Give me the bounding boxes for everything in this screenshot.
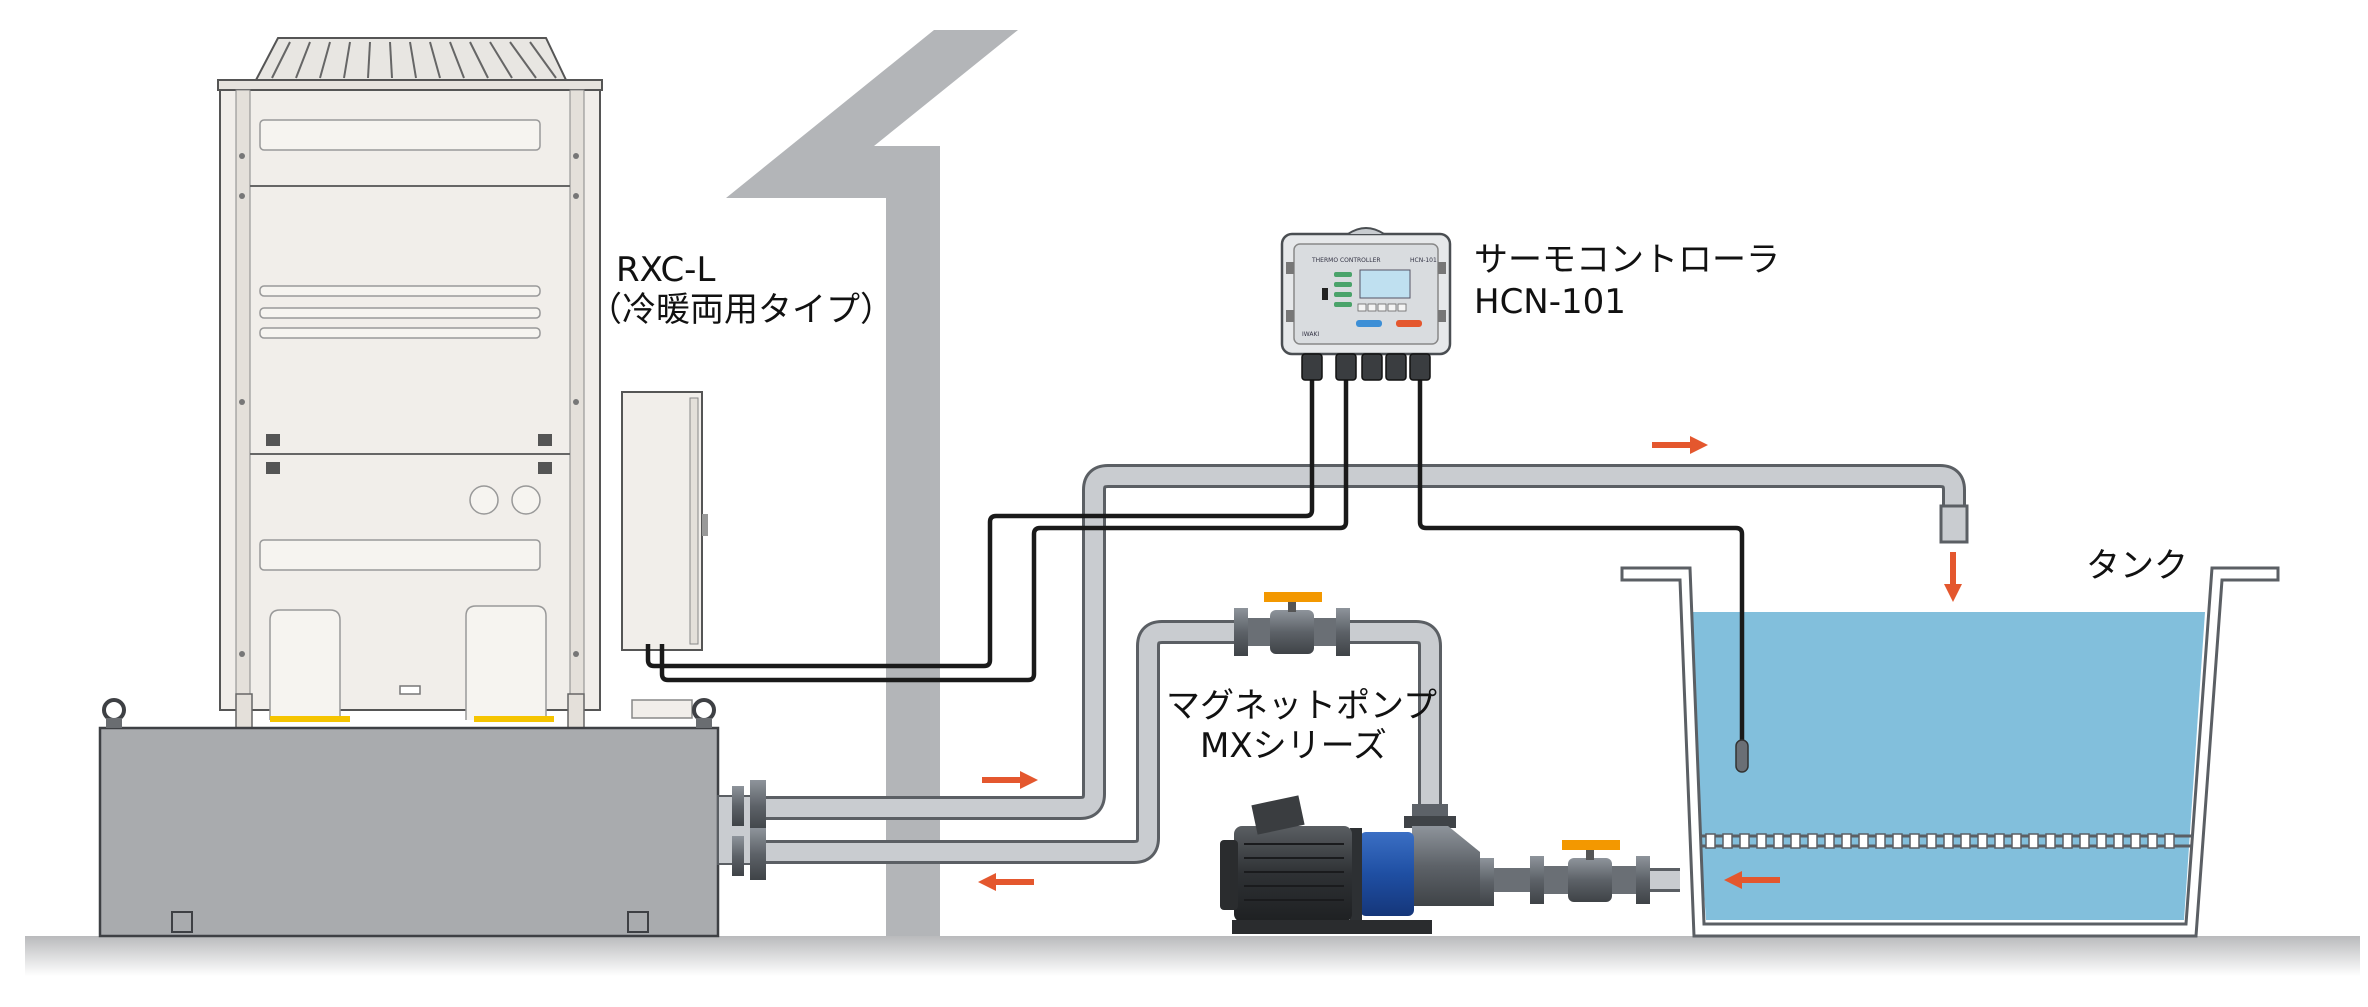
strainer-hole bbox=[2062, 833, 2073, 849]
chiller-control-box bbox=[621, 391, 708, 719]
strainer-hole bbox=[1841, 833, 1852, 849]
strainer-hole bbox=[1824, 833, 1835, 849]
temperature-sensor-icon bbox=[1735, 739, 1749, 773]
strainer-hole bbox=[1739, 833, 1750, 849]
ball-valve-icon bbox=[1234, 592, 1350, 656]
strainer-hole bbox=[2079, 833, 2090, 849]
strainer-holes bbox=[1705, 833, 2175, 849]
controller-model-label: HCN-101 bbox=[1474, 282, 1626, 322]
supply-pipe-outlet bbox=[1939, 504, 1969, 544]
ball-valve-icon bbox=[1530, 840, 1650, 904]
strainer-hole bbox=[2130, 833, 2141, 849]
strainer-hole bbox=[2028, 833, 2039, 849]
strainer-hole bbox=[2011, 833, 2022, 849]
magnet-pump-icon bbox=[1220, 795, 1530, 934]
strainer-hole bbox=[2147, 833, 2158, 849]
strainer-hole bbox=[1994, 833, 2005, 849]
pump-series-label: MXシリーズ bbox=[1200, 726, 1387, 766]
strainer-hole bbox=[1892, 833, 1903, 849]
controller-name-label: サーモコントローラ bbox=[1474, 240, 1780, 280]
strainer-hole bbox=[1705, 833, 1716, 849]
strainer-hole bbox=[1756, 833, 1767, 849]
thermo-controller-icon: THERMO CONTROLLER HCN-101 IWAKI bbox=[1280, 227, 1452, 381]
ground bbox=[25, 936, 2360, 976]
chiller-flanges bbox=[717, 780, 766, 880]
strainer-hole bbox=[1943, 833, 1954, 849]
strainer-hole bbox=[1790, 833, 1801, 849]
strainer-hole bbox=[1977, 833, 1988, 849]
strainer-hole bbox=[2164, 833, 2175, 849]
tank-label: タンク bbox=[2086, 546, 2188, 586]
chiller-model-label: RXC-L bbox=[616, 250, 716, 290]
strainer-hole bbox=[2045, 833, 2056, 849]
strainer-hole bbox=[1909, 833, 1920, 849]
controller-header-text: THERMO CONTROLLER bbox=[1311, 257, 1381, 264]
supply-pipe bbox=[760, 464, 1966, 820]
strainer-hole bbox=[1926, 833, 1937, 849]
strainer-hole bbox=[1807, 833, 1818, 849]
strainer-hole bbox=[1773, 833, 1784, 849]
chiller-base-tank bbox=[98, 698, 720, 938]
strainer-hole bbox=[2096, 833, 2107, 849]
controller-brand: IWAKI bbox=[1302, 331, 1319, 338]
strainer-hole bbox=[2113, 833, 2124, 849]
strainer-hole bbox=[1722, 833, 1733, 849]
pump-name-label: マグネットポンプ bbox=[1166, 686, 1437, 726]
strainer-hole bbox=[1875, 833, 1886, 849]
controller-model-tag: HCN-101 bbox=[1410, 257, 1437, 264]
strainer-hole bbox=[1960, 833, 1971, 849]
chiller-unit-icon bbox=[217, 37, 603, 731]
tank bbox=[1620, 566, 2280, 938]
controller-cables bbox=[645, 380, 1745, 744]
chiller-type-label: （冷暖両用タイプ） bbox=[588, 290, 894, 330]
flow-arrow-icon bbox=[978, 436, 1962, 891]
strainer-hole bbox=[1858, 833, 1869, 849]
